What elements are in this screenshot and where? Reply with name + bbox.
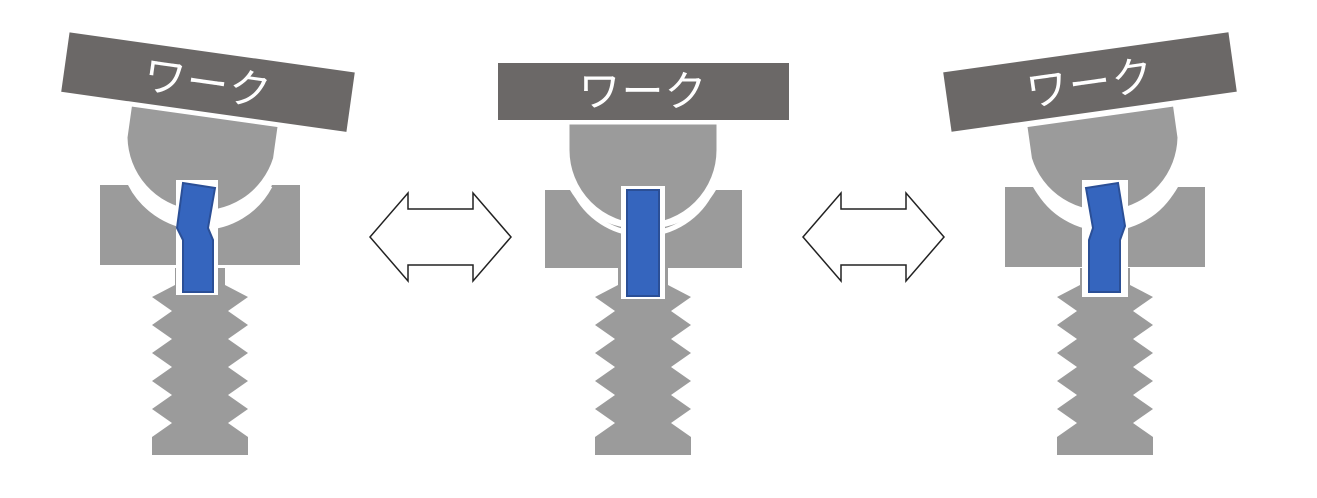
assembly-right: ワーク bbox=[943, 32, 1237, 455]
work-plate: ワーク bbox=[498, 63, 789, 120]
threaded-stud bbox=[152, 268, 248, 455]
work-plate: ワーク bbox=[61, 32, 355, 132]
double-arrow-left bbox=[369, 190, 512, 284]
assembly-left: ワーク bbox=[61, 32, 355, 455]
assembly-center: ワーク bbox=[498, 63, 789, 455]
double-arrow-right bbox=[802, 190, 945, 284]
elastic-element bbox=[1084, 181, 1127, 293]
elastic-element bbox=[175, 181, 217, 293]
elastic-element bbox=[626, 189, 660, 297]
work-plate: ワーク bbox=[943, 32, 1237, 132]
work-label: ワーク bbox=[578, 67, 707, 116]
